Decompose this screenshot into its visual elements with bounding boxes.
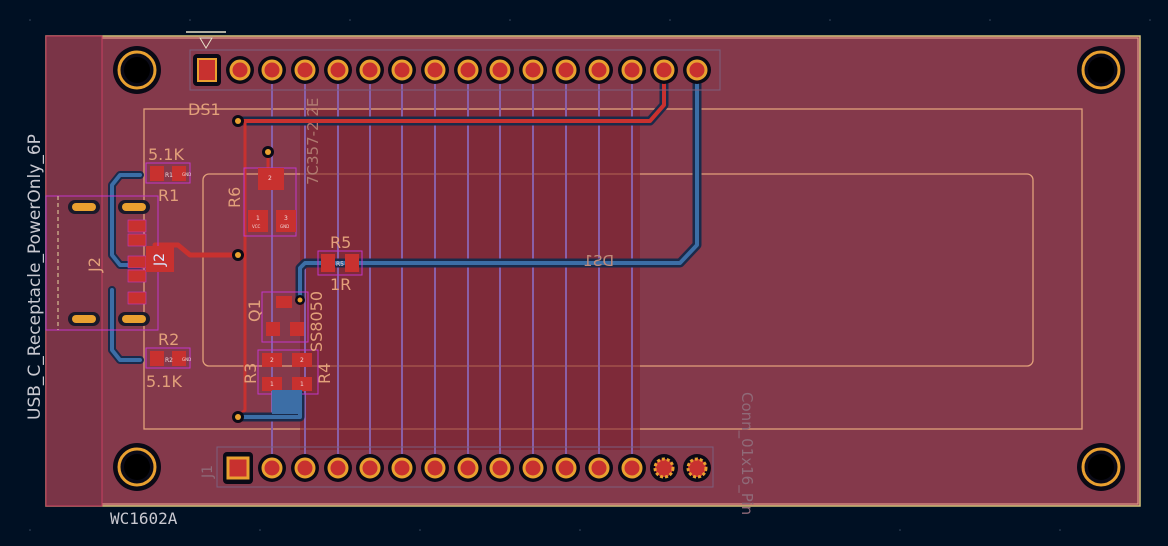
r3-pin1-text: 1 [270,381,274,388]
r6-gnd-text: GND [280,224,289,229]
r2-pad-a-text: R2 [165,357,173,364]
ds1-mirrored-label: DS1 [583,252,614,270]
r1-pad-b-text: GND [182,172,191,177]
r1-footprint [145,162,191,184]
q1-value-label: SS8050 [307,291,326,352]
r5-pad-text: R5 [336,261,344,268]
usb-connector-label: USB_C_Receptacle_PowerOnly_6P [25,134,45,420]
j2-ref-label: J2 [85,257,104,273]
routed-traces [108,65,702,422]
r6-footprint [243,146,297,237]
usb-shell-pads [68,200,150,326]
j1-header [216,446,714,488]
r3-pin2-text: 2 [270,357,274,364]
grid-dots [29,19,1151,531]
header-value-label: Conn_01x16_Pin [737,392,756,515]
ds1-pin-1 [193,54,221,86]
ds1-pins [226,56,711,84]
mounting-hole-tr [1077,46,1125,94]
r4-ref-label: R4 [315,363,334,384]
q1-footprint [261,291,309,343]
ds1-ref-label: DS1 [188,100,221,119]
r2-ref-label: R2 [158,330,179,349]
r1-ref-label: R1 [158,186,179,205]
mounting-hole-br [1077,443,1125,491]
r6-pin1-text: 1 [256,215,260,222]
r3-r4-footprint [257,349,319,414]
r5-value-label: 1R [330,275,351,294]
r2-pad-b-text: GND [182,357,191,362]
r6-pin3-text: 3 [284,215,288,222]
board-title-label: WC1602A [110,509,178,528]
j1-pins [258,454,711,482]
r3-ref-label: R3 [241,363,260,384]
j1-pin-1 [223,452,253,484]
r4-pin1-text: 1 [300,381,304,388]
usb-signal-pads [127,219,147,305]
usb-c-connector [45,195,174,331]
mounting-holes [113,46,1125,491]
mounting-hole-bl [113,443,161,491]
q1-ref-label: Q1 [245,299,264,322]
r2-value-label: 5.1K [146,372,182,391]
usb-keepout [45,35,103,507]
j1-ref-label: J1 [200,465,216,479]
r4-pin2-text: 2 [300,357,304,364]
r5-ref-label: R5 [330,233,351,252]
vias [232,115,305,423]
trace-vcc [152,242,241,258]
r5-footprint [317,250,363,276]
j2-pad-label: J2 [152,253,168,267]
r6-value-partial-label: 7C357-2 2E [304,98,322,185]
r1-pad-a-text: R1 [165,172,173,179]
r6-vcc-text: VCC [252,224,261,229]
r1-value-label: 5.1K [148,145,184,164]
mounting-hole-tl [113,46,161,94]
r2-footprint [145,347,191,369]
ds1-header [186,31,721,91]
r6-ref-label: R6 [225,187,244,208]
pin-trace-zone [300,110,640,450]
r6-pin2-text: 2 [268,175,272,182]
